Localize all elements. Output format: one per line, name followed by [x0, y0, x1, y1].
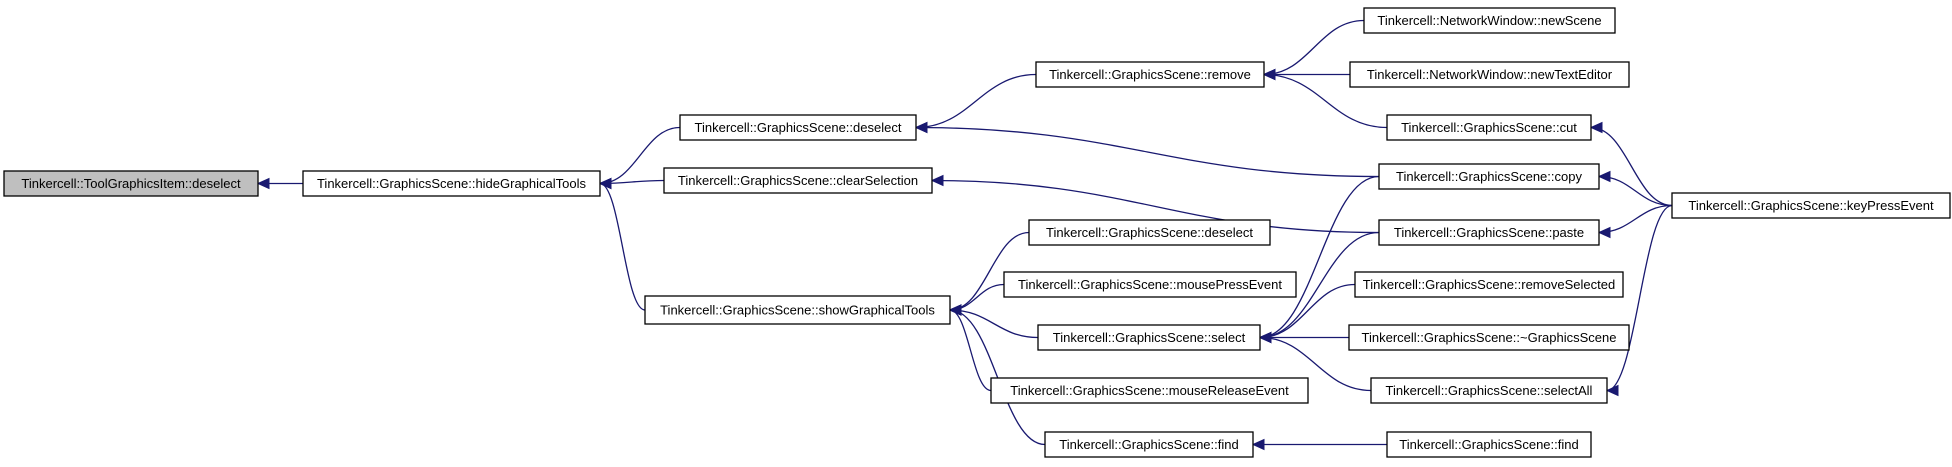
node-label: Tinkercell::GraphicsScene::mouseReleaseE… [1010, 383, 1289, 398]
caller-node[interactable]: Tinkercell::NetworkWindow::newScene [1363, 7, 1616, 34]
call-edge [1263, 19, 1365, 76]
node-label: Tinkercell::GraphicsScene::keyPressEvent [1688, 198, 1934, 213]
node-label: Tinkercell::GraphicsScene::clearSelectio… [678, 173, 918, 188]
call-edge [1606, 204, 1673, 392]
edges-layer [256, 19, 1673, 451]
node-box [1003, 271, 1297, 298]
caller-node[interactable]: Tinkercell::GraphicsScene::find [1386, 431, 1592, 458]
node-box [1354, 271, 1624, 298]
call-edge [599, 182, 646, 311]
node-label: Tinkercell::GraphicsScene::mousePressEve… [1018, 277, 1282, 292]
call-edge [1259, 283, 1356, 339]
node-box [1363, 7, 1616, 34]
caller-node[interactable]: Tinkercell::GraphicsScene::cut [1386, 114, 1592, 141]
node-label: Tinkercell::GraphicsScene::selectAll [1386, 383, 1593, 398]
node-label: Tinkercell::GraphicsScene::remove [1049, 67, 1251, 82]
call-edge [1263, 73, 1388, 129]
node-box [1035, 61, 1265, 88]
edge-arrowhead [930, 174, 944, 187]
node-box [1671, 192, 1951, 219]
caller-node[interactable]: Tinkercell::GraphicsScene::removeSelecte… [1354, 271, 1624, 298]
node-label: Tinkercell::GraphicsScene::select [1053, 330, 1246, 345]
edge-arrowhead [1605, 384, 1619, 397]
node-label: Tinkercell::GraphicsScene::deselect [1046, 225, 1253, 240]
caller-node[interactable]: Tinkercell::GraphicsScene::deselect [679, 114, 917, 141]
call-edge [949, 309, 1046, 446]
edge-arrowhead [1597, 226, 1611, 239]
caller-node[interactable]: Tinkercell::GraphicsScene::deselect [1028, 219, 1271, 246]
node-label: Tinkercell::GraphicsScene::paste [1394, 225, 1584, 240]
node-label: Tinkercell::GraphicsScene::showGraphical… [660, 303, 935, 318]
node-box [663, 167, 933, 194]
caller-node[interactable]: Tinkercell::GraphicsScene::paste [1378, 219, 1600, 246]
edge-arrowhead [1262, 68, 1276, 81]
node-label: Tinkercell::GraphicsScene::find [1399, 437, 1578, 452]
node-box [1028, 219, 1271, 246]
node-box [1037, 324, 1261, 351]
node-box [1386, 431, 1592, 458]
node-label: Tinkercell::ToolGraphicsItem::deselect [21, 176, 241, 191]
caller-node[interactable]: Tinkercell::GraphicsScene::copy [1378, 163, 1600, 190]
call-edge [1259, 175, 1380, 339]
caller-node[interactable]: Tinkercell::GraphicsScene::remove [1035, 61, 1265, 88]
edge-arrowhead [1251, 438, 1265, 451]
call-edge [915, 73, 1037, 129]
node-box [302, 170, 601, 197]
caller-node[interactable]: Tinkercell::GraphicsScene::keyPressEvent [1671, 192, 1951, 219]
caller-node[interactable]: Tinkercell::GraphicsScene::~GraphicsScen… [1348, 324, 1630, 351]
node-box [1044, 431, 1254, 458]
edge-arrowhead [256, 177, 270, 190]
caller-node[interactable]: Tinkercell::GraphicsScene::hideGraphical… [302, 170, 601, 197]
node-box [644, 295, 951, 325]
edge-arrowhead [1589, 121, 1603, 134]
node-label: Tinkercell::GraphicsScene::find [1059, 437, 1238, 452]
caller-node[interactable]: Tinkercell::NetworkWindow::newTextEditor [1349, 61, 1630, 88]
call-edge [949, 231, 1030, 311]
node-label: Tinkercell::GraphicsScene::copy [1396, 169, 1582, 184]
node-label: Tinkercell::NetworkWindow::newScene [1377, 13, 1601, 28]
edge-arrowhead [1597, 170, 1611, 183]
caller-node[interactable]: Tinkercell::GraphicsScene::find [1044, 431, 1254, 458]
call-edge [949, 309, 1039, 339]
node-box [1349, 61, 1630, 88]
call-edge [1259, 231, 1380, 339]
node-box [1378, 219, 1600, 246]
node-label: Tinkercell::GraphicsScene::deselect [695, 120, 902, 135]
node-label: Tinkercell::GraphicsScene::~GraphicsScen… [1362, 330, 1617, 345]
caller-node[interactable]: Tinkercell::GraphicsScene::showGraphical… [644, 295, 951, 325]
focus-node[interactable]: Tinkercell::ToolGraphicsItem::deselect [3, 170, 259, 197]
node-box [990, 377, 1309, 404]
caller-node[interactable]: Tinkercell::GraphicsScene::selectAll [1370, 377, 1608, 404]
node-box [1378, 163, 1600, 190]
edge-arrowhead [914, 121, 928, 134]
node-label: Tinkercell::NetworkWindow::newTextEditor [1367, 67, 1613, 82]
call-edge [1259, 336, 1372, 392]
node-label: Tinkercell::GraphicsScene::cut [1401, 120, 1577, 135]
node-box [679, 114, 917, 141]
call-edge [931, 179, 1380, 234]
caller-node[interactable]: Tinkercell::GraphicsScene::mousePressEve… [1003, 271, 1297, 298]
call-edge [915, 126, 1380, 178]
caller-node[interactable]: Tinkercell::GraphicsScene::mouseReleaseE… [990, 377, 1309, 404]
node-box [3, 170, 259, 197]
caller-node[interactable]: Tinkercell::GraphicsScene::clearSelectio… [663, 167, 933, 194]
node-label: Tinkercell::GraphicsScene::removeSelecte… [1363, 277, 1615, 292]
node-box [1348, 324, 1630, 351]
call-edge [1590, 126, 1673, 207]
edge-arrowhead [1258, 331, 1272, 344]
node-label: Tinkercell::GraphicsScene::hideGraphical… [317, 176, 587, 191]
edge-arrowhead [948, 304, 962, 316]
node-box [1370, 377, 1608, 404]
node-box [1386, 114, 1592, 141]
edge-arrowhead [598, 177, 612, 190]
caller-node[interactable]: Tinkercell::GraphicsScene::select [1037, 324, 1261, 351]
